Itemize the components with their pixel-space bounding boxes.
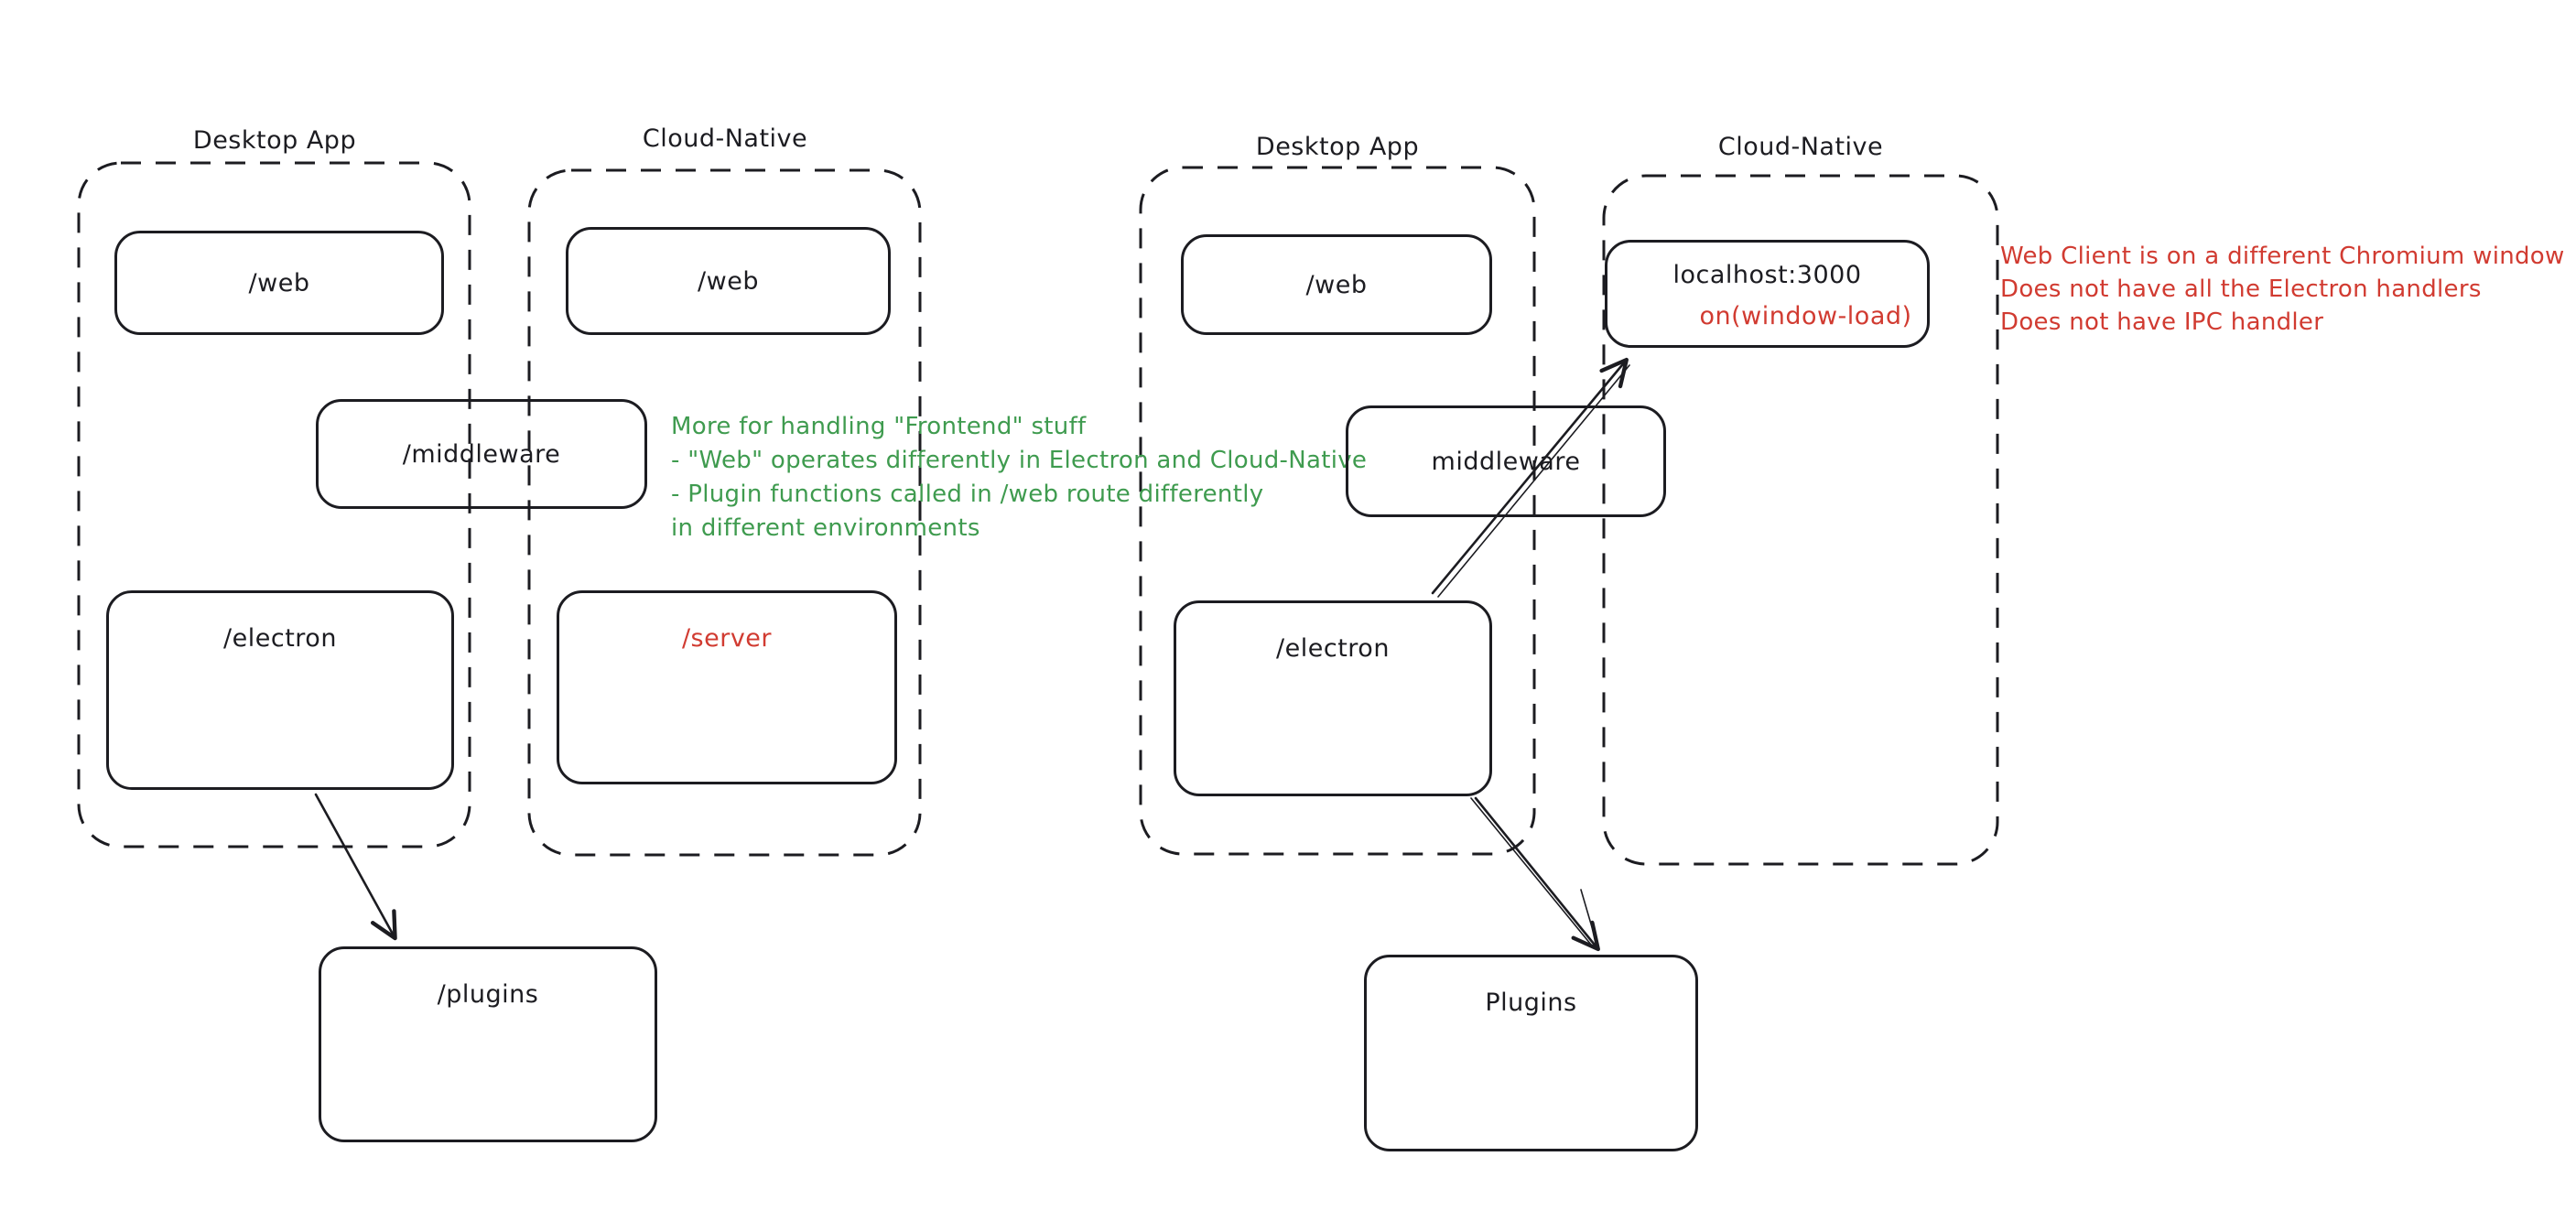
left-desktop-web-box: /web (114, 231, 444, 335)
green-annotation: More for handling "Frontend" stuff - "We… (671, 410, 1367, 546)
right-middleware-box: middleware (1346, 405, 1666, 517)
right-electron-box: /electron (1174, 600, 1492, 796)
green-annotation-line3: - Plugin functions called in /web route … (671, 481, 1264, 508)
left-server-label: /server (681, 624, 773, 653)
right-plugins-box: Plugins (1364, 955, 1698, 1151)
left-middleware-label: /middleware (402, 439, 561, 469)
left-cloud-native-label: Cloud-Native (642, 124, 808, 153)
right-plugins-label: Plugins (1485, 989, 1577, 1017)
arrow-electron-to-localhost (1431, 357, 1629, 595)
left-plugins-box: /plugins (319, 946, 657, 1142)
left-desktop-app-label: Desktop App (192, 126, 357, 155)
left-electron-box: /electron (106, 590, 454, 790)
left-desktop-app-container (77, 161, 471, 848)
arrow-electron-to-plugins-right-flick (1580, 889, 1597, 944)
right-middleware-label: middleware (1431, 447, 1581, 476)
right-desktop-web-label: /web (1305, 270, 1368, 299)
red-annotation-line1: Web Client is on a different Chromium wi… (2000, 243, 2565, 270)
left-server-box: /server (557, 590, 897, 784)
right-desktop-app-label: Desktop App (1255, 133, 1420, 161)
green-annotation-line1: More for handling "Frontend" stuff (671, 413, 1087, 440)
red-annotation: Web Client is on a different Chromium wi… (2000, 240, 2565, 339)
left-cloud-web-box: /web (566, 227, 891, 335)
arrow-electron-to-plugins-right-stroke2 (1470, 797, 1592, 946)
left-electron-label: /electron (223, 624, 337, 653)
right-localhost-label: localhost:3000 (1672, 261, 1862, 289)
right-window-load-label: on(window-load) (1699, 302, 1912, 330)
red-annotation-line2: Does not have all the Electron handlers (2000, 276, 2482, 303)
right-electron-label: /electron (1276, 634, 1390, 663)
right-localhost-box: localhost:3000 on(window-load) (1605, 240, 1930, 348)
left-desktop-web-label: /web (248, 268, 310, 297)
right-cloud-native-label: Cloud-Native (1717, 133, 1884, 161)
green-annotation-line4: in different environments (671, 514, 980, 542)
arrow-electron-to-plugins-right (1474, 796, 1600, 952)
right-desktop-app-container (1139, 166, 1536, 856)
left-cloud-web-label: /web (698, 266, 759, 296)
arrow-electron-to-localhost-stroke2 (1437, 364, 1630, 598)
left-middleware-box: /middleware (316, 399, 647, 509)
left-plugins-label: /plugins (437, 980, 539, 1009)
left-cloud-native-container (527, 168, 922, 857)
right-cloud-native-container (1602, 174, 1999, 866)
green-annotation-line2: - "Web" operates differently in Electron… (671, 447, 1368, 474)
arrow-electron-to-plugins-left (314, 793, 397, 941)
red-annotation-line3: Does not have IPC handler (2000, 308, 2324, 336)
right-desktop-web-box: /web (1181, 234, 1492, 335)
